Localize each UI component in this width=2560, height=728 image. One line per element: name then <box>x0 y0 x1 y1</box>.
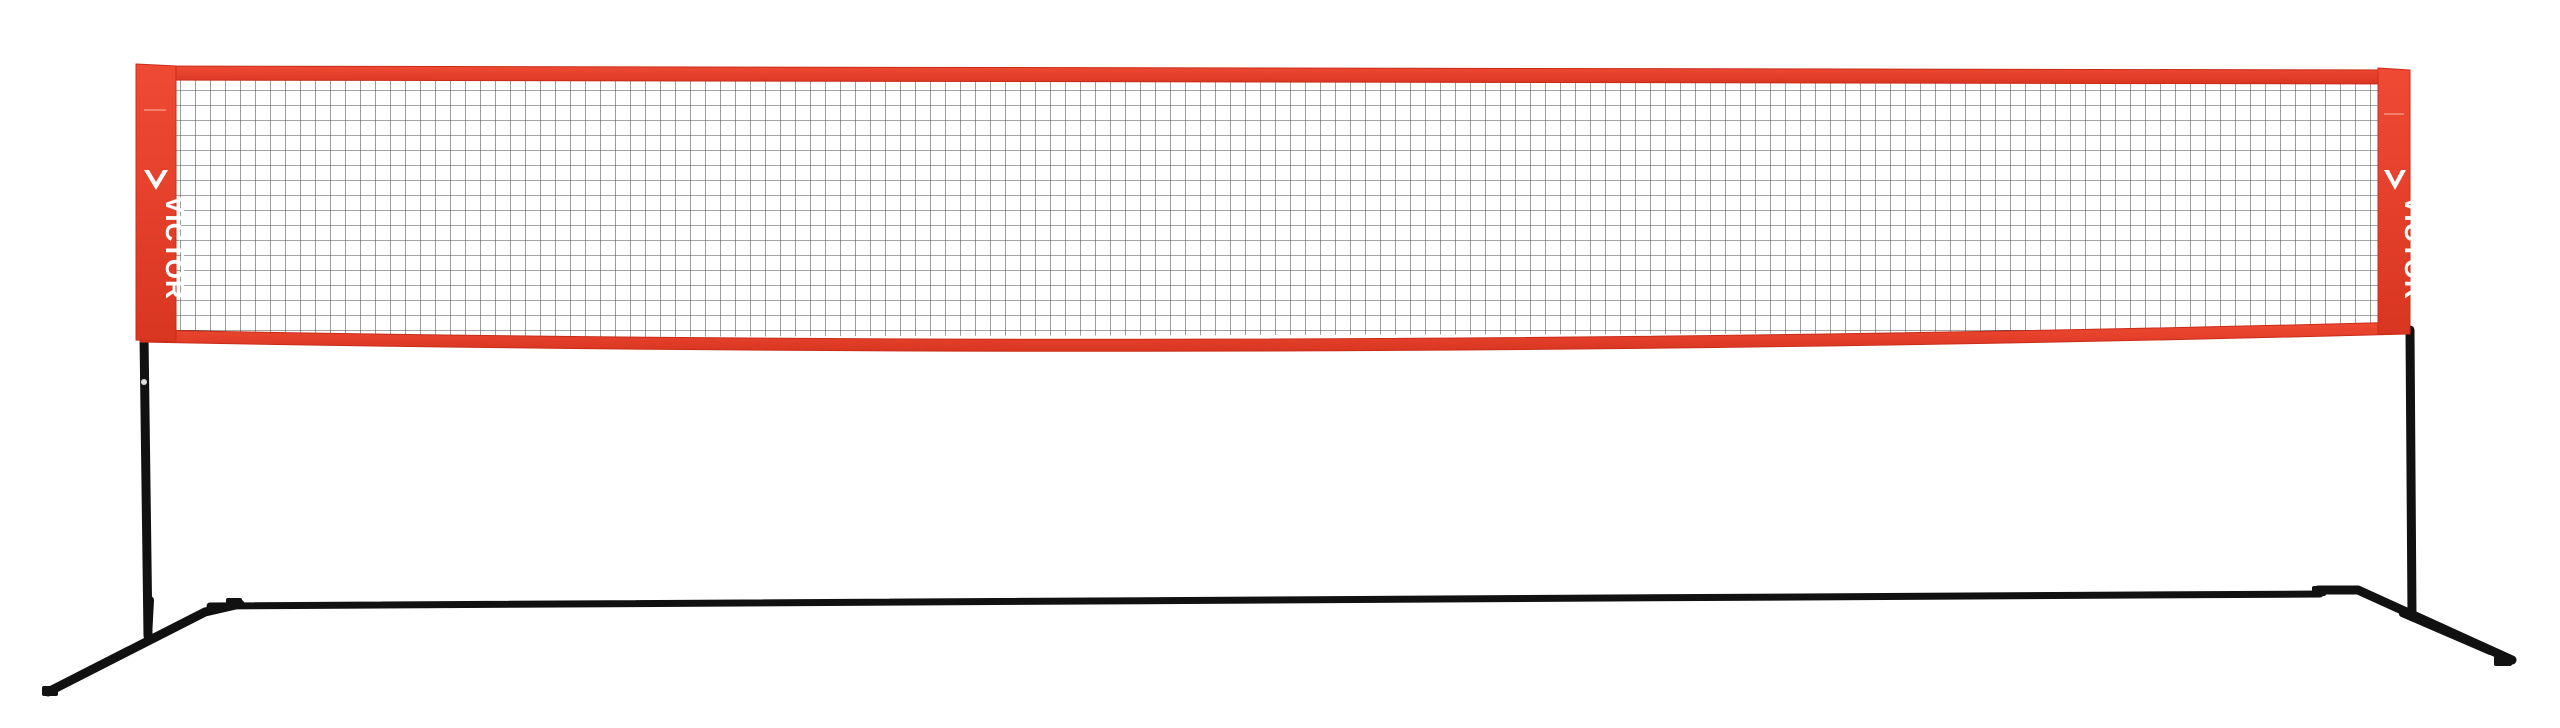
net-base-frame <box>42 585 2517 697</box>
brand-label-right: VICTOR <box>2399 196 2429 300</box>
net-poles <box>139 325 2417 641</box>
left-pole <box>139 331 153 641</box>
victor-v-logo-icon <box>144 170 168 190</box>
right-pole <box>2405 325 2417 621</box>
right-side-panel: VICTOR <box>2377 67 2429 335</box>
brand-label-left: VICTOR <box>160 196 190 300</box>
left-side-panel: VICTOR <box>135 63 190 343</box>
victor-v-logo-icon <box>2384 170 2406 190</box>
net-mesh <box>172 80 2380 338</box>
bottom-crossbar <box>206 590 2324 610</box>
